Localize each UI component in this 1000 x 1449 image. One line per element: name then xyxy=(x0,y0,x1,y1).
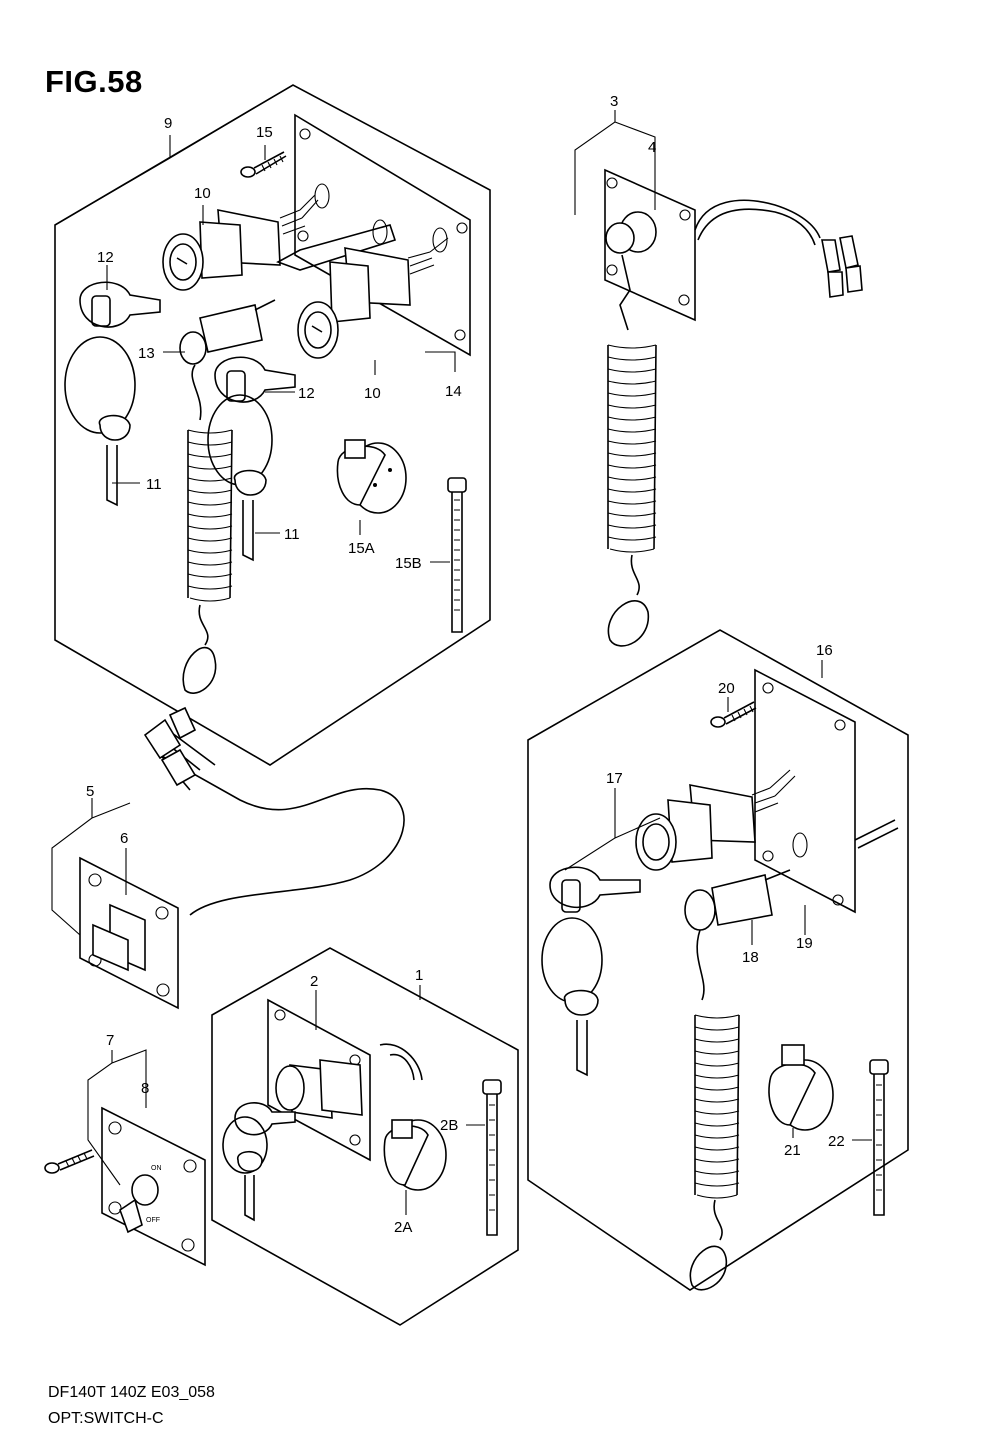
screw-7 xyxy=(44,1149,95,1174)
callout-8: 8 xyxy=(141,1080,149,1097)
toggle-on-text: ON xyxy=(151,1165,162,1172)
callout-labels: 9 15 10 12 13 12 10 14 11 11 15A 15B 3 4… xyxy=(86,93,845,1236)
callout-12b: 12 xyxy=(298,385,315,402)
stop-switch-13 xyxy=(179,299,276,365)
key-17 xyxy=(541,866,641,1077)
callout-19: 19 xyxy=(796,935,813,952)
callout-6: 6 xyxy=(120,830,128,847)
callout-10b: 10 xyxy=(364,385,381,402)
callout-20: 20 xyxy=(718,680,735,697)
cable-tie-15B xyxy=(447,477,467,633)
callout-7: 7 xyxy=(106,1032,114,1049)
callout-9: 9 xyxy=(164,115,172,132)
connector-pair xyxy=(821,235,863,298)
callout-4: 4 xyxy=(648,139,656,156)
callout-5: 5 xyxy=(86,783,94,800)
kit-1 xyxy=(211,947,519,1326)
section-name: OPT:SWITCH-C xyxy=(48,1410,164,1427)
ignition-switch-10a xyxy=(162,194,397,291)
kit-box-9 xyxy=(54,84,491,766)
callout-11b: 11 xyxy=(284,526,300,543)
callout-2A: 2A xyxy=(394,1219,412,1236)
callout-11a: 11 xyxy=(146,476,162,493)
callout-3: 3 xyxy=(610,93,618,110)
callout-13: 13 xyxy=(138,345,155,362)
callout-22: 22 xyxy=(828,1133,845,1150)
cable-tie-2B xyxy=(482,1079,502,1236)
kit-box-16 xyxy=(527,629,909,1291)
key-12b xyxy=(207,356,296,562)
callout-12a: 12 xyxy=(97,249,114,266)
lanyard-coil-left xyxy=(182,364,233,694)
callout-18: 18 xyxy=(742,949,759,966)
screw-15 xyxy=(240,151,287,178)
model-code: DF140T 140Z E03_058 xyxy=(48,1384,215,1401)
lanyard-coil-right xyxy=(689,929,740,1291)
toggle-off-text: OFF xyxy=(146,1217,160,1224)
callout-15: 15 xyxy=(256,124,273,141)
stop-switch-18 xyxy=(684,869,791,931)
callout-2B: 2B xyxy=(440,1117,458,1134)
callout-1: 1 xyxy=(415,967,423,984)
kit-7: ON OFF xyxy=(44,1049,206,1267)
callout-2: 2 xyxy=(310,973,318,990)
cap-15A xyxy=(336,439,407,514)
callout-10a: 10 xyxy=(194,185,211,202)
ignition-switch-10b xyxy=(297,237,449,359)
kit-3 xyxy=(574,110,863,647)
callout-15B: 15B xyxy=(395,555,422,572)
callout-14: 14 xyxy=(445,383,462,400)
callout-16: 16 xyxy=(816,642,833,659)
kit-5 xyxy=(51,706,405,1010)
key-12a xyxy=(64,281,161,507)
screw-20 xyxy=(710,701,757,728)
cable-tie-22 xyxy=(869,1059,889,1216)
callout-17: 17 xyxy=(606,770,623,787)
figure-title: FIG.58 xyxy=(45,64,143,99)
cap-2A xyxy=(383,1119,447,1191)
callout-15A: 15A xyxy=(348,540,375,557)
cap-21 xyxy=(768,1044,834,1131)
ignition-switch-17 xyxy=(635,769,796,871)
callout-21: 21 xyxy=(784,1142,801,1159)
